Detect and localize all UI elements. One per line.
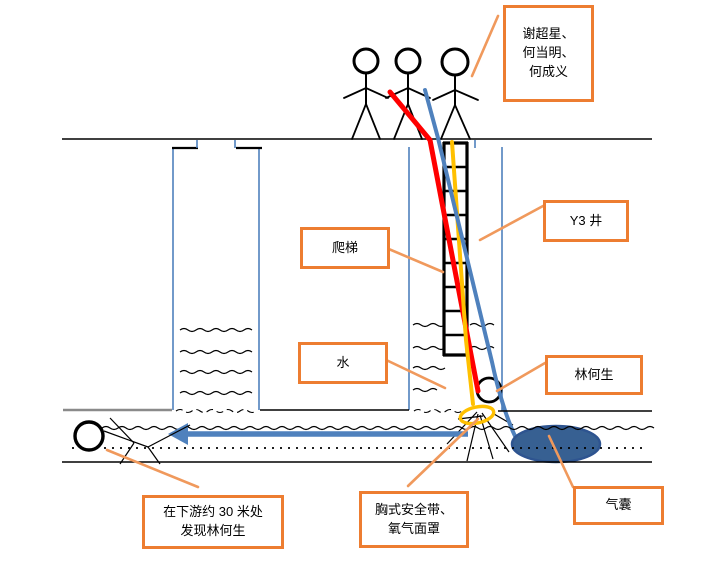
left-well-water-wave	[179, 369, 253, 375]
swept-victim-downstream	[73, 417, 191, 465]
leader-well-name	[478, 204, 545, 242]
flow-direction-arrow	[168, 423, 468, 445]
callout-victim-name: 林何生	[545, 355, 643, 395]
rescuer-head	[394, 47, 422, 75]
rescuer-leg	[440, 104, 456, 140]
swept-victim-head	[73, 420, 105, 452]
leader-found-downstream	[105, 448, 200, 489]
rescuer-arms	[343, 87, 389, 99]
y3-well-bottom-water-line	[413, 408, 463, 414]
rescuer-leg	[454, 104, 471, 140]
callout-airbag: 气囊	[573, 486, 664, 525]
rescuer-head	[440, 47, 470, 77]
y3-well-water-wave	[412, 387, 438, 393]
y3-well-water-wave	[412, 345, 446, 351]
swept-victim-limb	[147, 424, 191, 448]
callout-harness-mask: 胸式安全带、 氧气面罩	[359, 491, 469, 548]
swept-victim-limb	[103, 430, 149, 448]
y3-well-water-wave	[412, 365, 446, 371]
callout-found-downstream: 在下游约 30 米处 发现林何生	[142, 495, 284, 549]
rescuer-head	[352, 47, 380, 75]
callout-ladder: 爬梯	[300, 227, 390, 269]
callout-water: 水	[298, 342, 388, 384]
rescuer-leg	[365, 103, 381, 140]
left-well-water-wave	[179, 390, 253, 396]
left-well-water-wave	[179, 327, 253, 333]
swept-victim-limb	[119, 442, 135, 465]
leader-rescuers	[470, 14, 500, 78]
channel-water-surface	[101, 425, 655, 431]
left-well-water-wave	[179, 349, 253, 355]
swept-victim-limb	[147, 446, 161, 465]
left-well-bottom-water-line	[175, 408, 257, 414]
blue-airbag-rope	[423, 88, 518, 440]
rescuer-arms	[432, 89, 479, 101]
leader-airbag	[547, 434, 575, 489]
y3-well-water-wave	[412, 322, 446, 328]
chest-harness-loop	[458, 404, 496, 426]
swept-victim-limb	[109, 417, 135, 444]
rescuer-figure-3	[432, 47, 479, 140]
leader-ladder	[382, 245, 445, 274]
leader-victim-name	[495, 361, 547, 393]
leader-water	[380, 356, 447, 390]
rescuer-figure-1	[343, 47, 389, 140]
rescuer-leg	[351, 103, 367, 140]
callout-rescuers: 谢超星、 何当明、 何成义	[503, 5, 594, 102]
leader-harness-mask	[406, 417, 480, 488]
callout-well-name: Y3 井	[543, 200, 629, 242]
victim-limb	[457, 415, 484, 420]
airbag-ellipse	[510, 424, 602, 464]
